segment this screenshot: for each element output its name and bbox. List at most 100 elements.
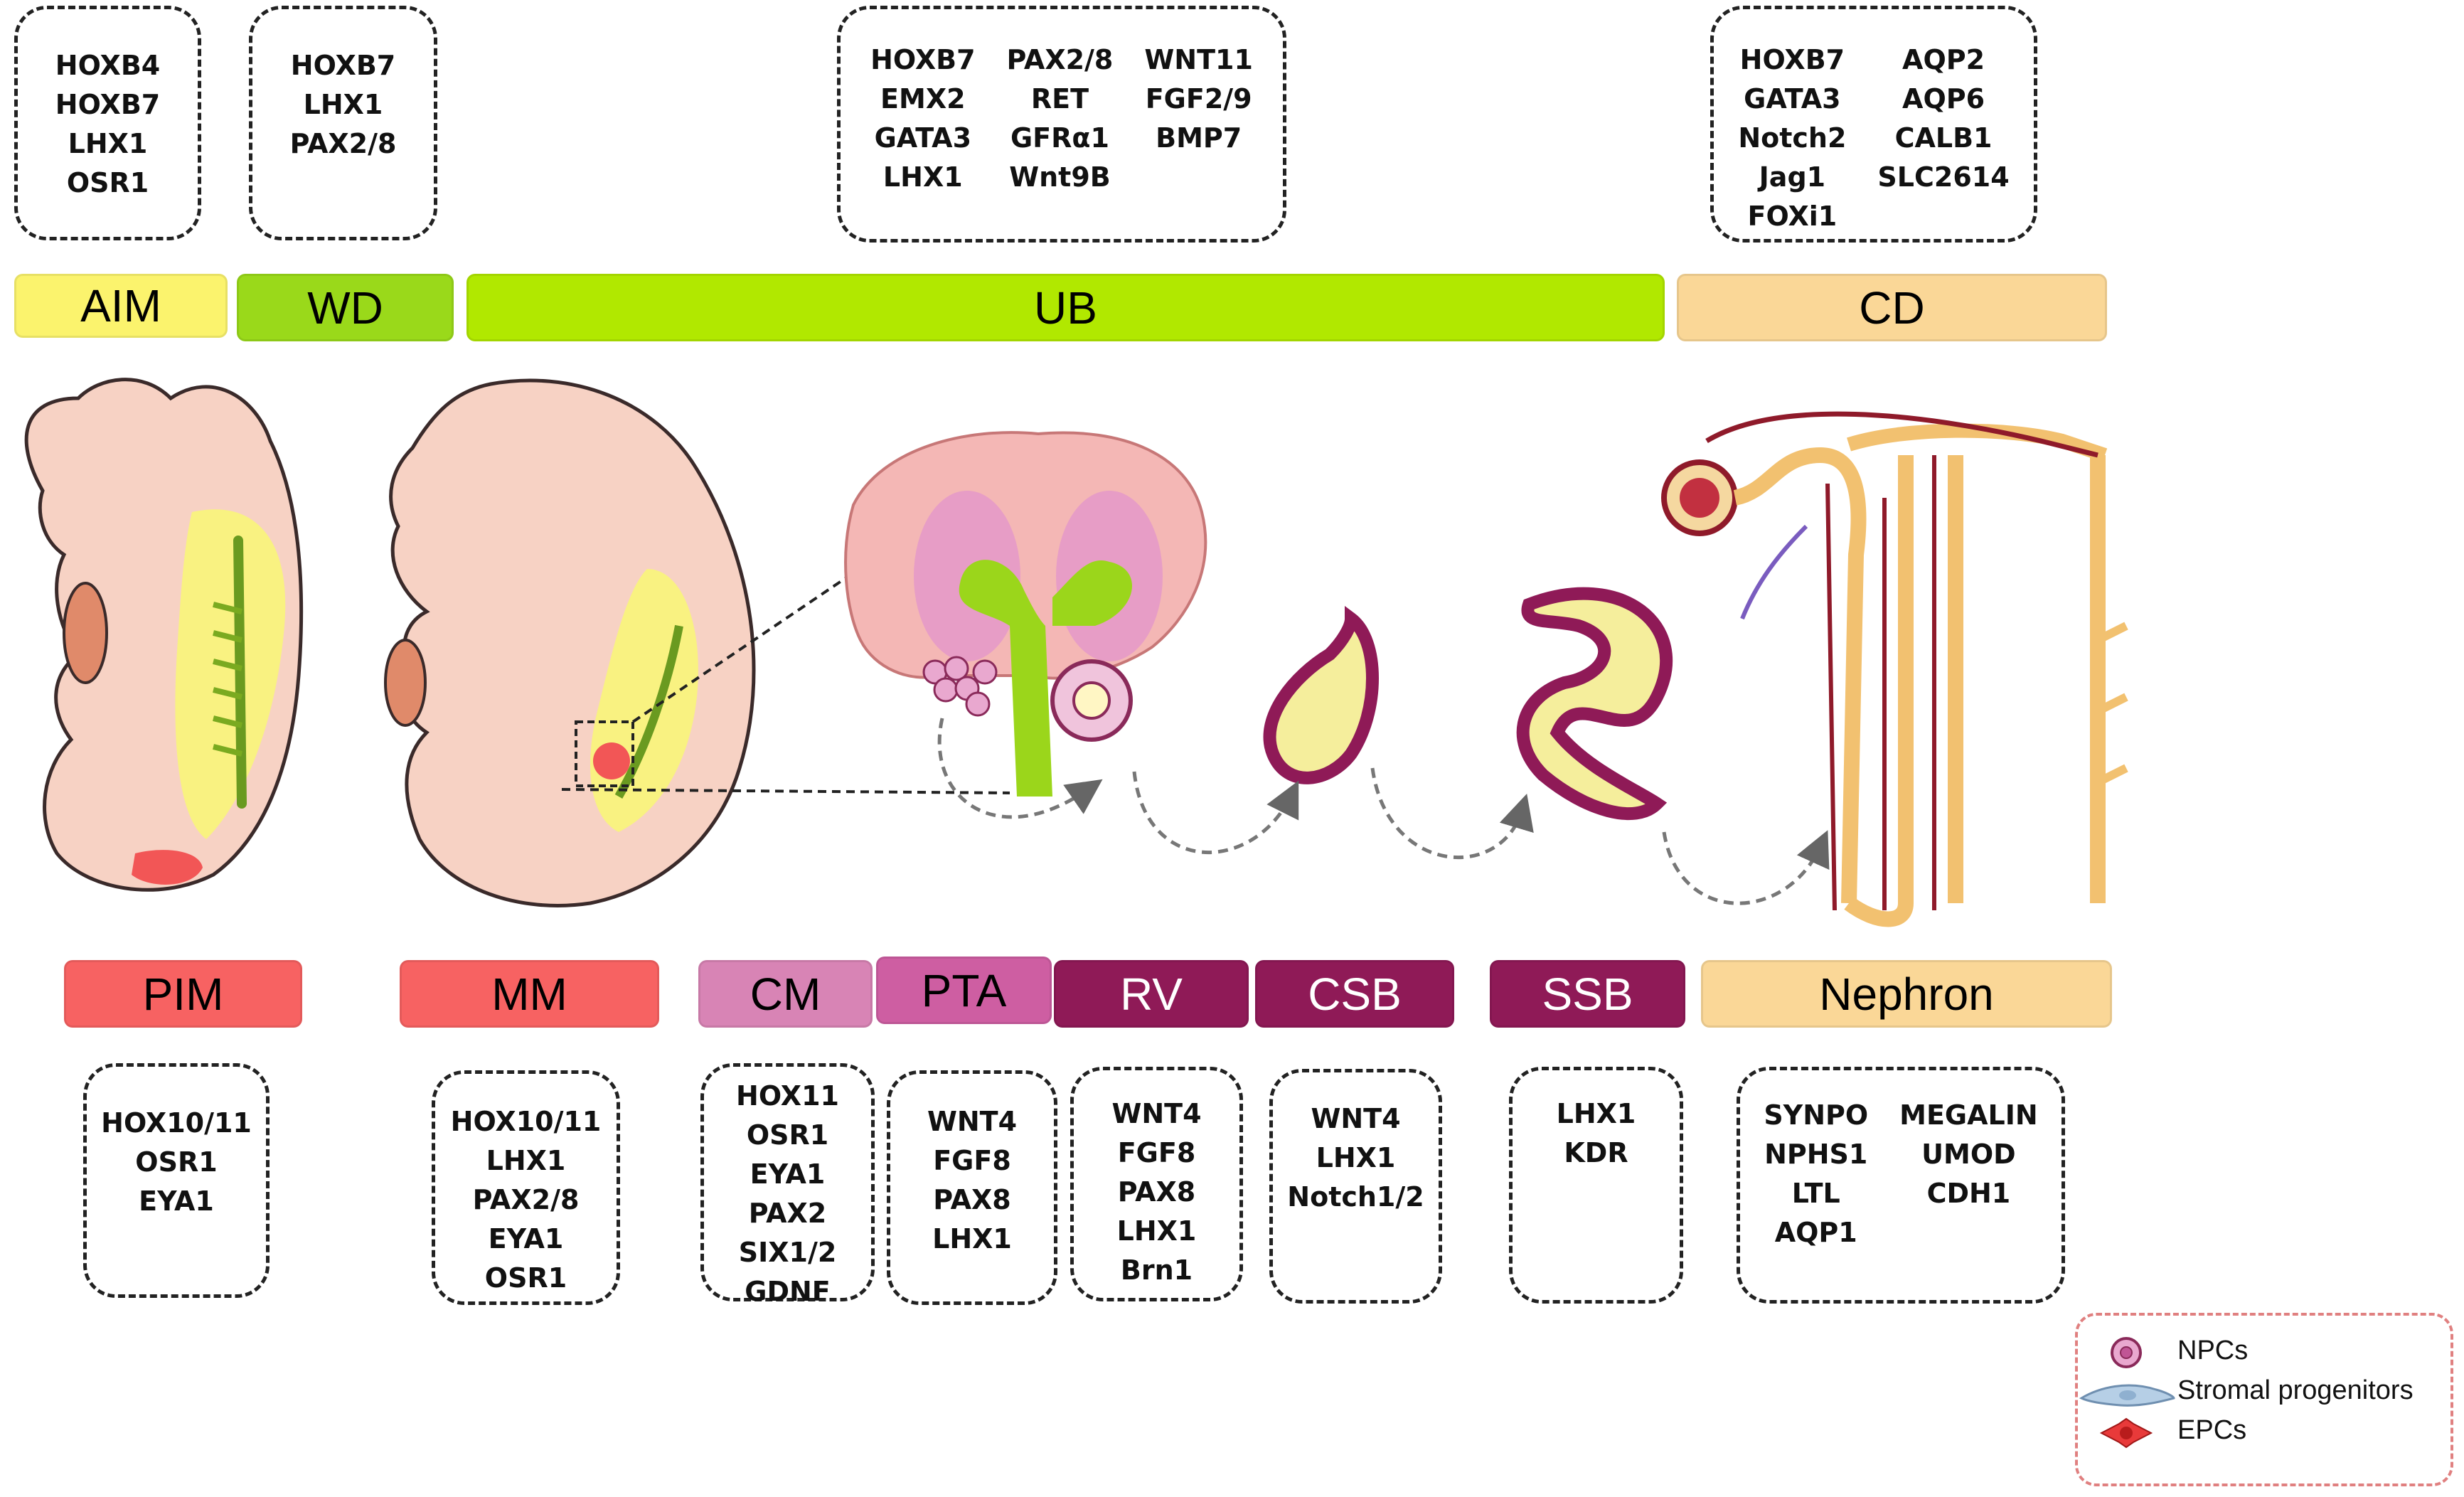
aim-gene-box: HOXB4 HOXB7 LHX1 OSR1 [14,6,201,240]
gene-label: LHX1 [303,89,383,120]
comma-shaped-body-illustration [1263,605,1379,784]
stage-label: PIM [142,968,224,1020]
gene-label: HOXB7 [55,89,161,120]
stage-label: CSB [1308,968,1402,1020]
ub-gene-box: HOXB7 EMX2 GATA3 LHX1 PAX2/8 RET GFRα1 W… [837,6,1286,243]
stage-bar-rv: RV [1054,960,1249,1028]
gene-label: WNT11 [1144,44,1253,75]
gene-label: PAX2/8 [1006,44,1114,75]
gene-label: PAX8 [1117,1176,1196,1208]
late-embryo-illustration [384,378,1010,907]
gene-label: EYA1 [750,1158,826,1190]
mature-nephron-illustration [1661,411,2128,927]
gene-label: LHX1 [1116,1215,1197,1247]
gene-label: PAX2 [748,1198,827,1229]
gene-label: GATA3 [874,122,972,154]
gene-label: Wnt9B [1009,161,1111,193]
gene-label: KDR [1564,1137,1628,1168]
pta-gene-box: WNT4 FGF8 PAX8 LHX1 [887,1070,1057,1305]
gene-label: MEGALIN [1899,1099,2038,1131]
gene-label: GFRα1 [1010,122,1109,154]
gene-label: Jag1 [1759,161,1826,193]
gene-label: SIX1/2 [738,1237,837,1268]
gene-label: FGF8 [933,1145,1011,1176]
gene-label: HOX11 [736,1080,839,1112]
stage-label: CD [1859,282,1925,334]
stage-label: PTA [921,964,1007,1016]
gene-label: AQP1 [1774,1217,1857,1248]
gene-label: HOXB7 [1739,44,1845,75]
gene-label: LHX1 [882,161,963,193]
gene-label: OSR1 [746,1119,829,1151]
gene-label: OSR1 [135,1146,218,1178]
gene-label: HOXB7 [290,50,396,81]
legend-label-epcs: EPCs [2177,1415,2247,1445]
early-embryo-illustration [24,378,304,892]
gene-label: BMP7 [1156,122,1242,154]
stage-bar-wd: WD [237,274,454,341]
gene-label: RET [1030,83,1089,114]
gene-label: Notch1/2 [1287,1181,1424,1213]
gene-label: HOX10/11 [450,1106,602,1137]
pim-gene-box: HOX10/11 OSR1 EYA1 [83,1063,270,1298]
epc-cell-icon [2099,1417,2153,1449]
gene-label: LHX1 [1556,1098,1636,1129]
gene-label: HOXB4 [55,50,161,81]
legend-label-npcs: NPCs [2177,1336,2249,1365]
stromal-cell-icon [2079,1384,2175,1407]
nephron-gene-box: SYNPO NPHS1 LTL AQP1 MEGALIN UMOD CDH1 [1737,1067,2065,1304]
wd-gene-box: HOXB7 LHX1 PAX2/8 [249,6,437,240]
gene-label: AQP2 [1902,44,1985,75]
ureteric-bud-illustration [844,431,1207,797]
gene-label: WNT4 [1311,1103,1401,1134]
gene-label: PAX2/8 [289,128,397,159]
stage-bar-nephron: Nephron [1701,960,2112,1028]
rv-gene-box: WNT4 FGF8 PAX8 LHX1 Brn1 [1070,1067,1243,1301]
gene-label: UMOD [1921,1139,2016,1170]
gene-label: EMX2 [880,83,966,114]
stage-bar-pim: PIM [64,960,302,1028]
mm-gene-box: HOX10/11 LHX1 PAX2/8 EYA1 OSR1 [432,1070,620,1305]
stage-label: WD [307,282,383,334]
stage-bar-mm: MM [400,960,659,1028]
gene-label: CALB1 [1894,122,1993,154]
stage-bar-pta: PTA [876,957,1052,1024]
stage-bar-cm: CM [698,960,873,1028]
gene-label: GATA3 [1744,83,1841,114]
ssb-gene-box: LHX1 KDR [1509,1067,1683,1304]
gene-label: LTL [1791,1178,1840,1209]
gene-label: LHX1 [1316,1142,1396,1173]
stage-label: CM [750,968,821,1020]
gene-label: Brn1 [1120,1254,1193,1286]
gene-label: PAX2/8 [472,1184,580,1215]
stage-label: AIM [80,280,161,331]
gene-label: FGF2/9 [1145,83,1252,114]
gene-label: GDNF [745,1276,831,1307]
gene-label: CDH1 [1926,1178,2011,1209]
stage-bar-ub: UB [466,274,1665,341]
stage-label: SSB [1542,968,1633,1020]
stage-bar-ssb: SSB [1490,960,1685,1028]
s-shaped-body-illustration [1516,587,1673,820]
legend-box: NPCs Stromal progenitors EPCs [2075,1313,2453,1486]
gene-label: HOX10/11 [101,1107,252,1139]
gene-label: FGF8 [1117,1137,1196,1168]
stage-label: RV [1120,968,1183,1020]
legend-label-stromal: Stromal progenitors [2177,1375,2414,1405]
csb-gene-box: WNT4 LHX1 Notch1/2 [1269,1069,1442,1304]
stage-label: MM [491,968,567,1020]
gene-label: LHX1 [486,1145,566,1176]
gene-label: EYA1 [488,1223,564,1254]
gene-label: Notch2 [1738,122,1847,154]
gene-label: PAX8 [933,1184,1011,1215]
gene-label: AQP6 [1902,83,1985,114]
stage-bar-cd: CD [1677,274,2107,341]
stage-label: Nephron [1819,968,1994,1020]
gene-label: SYNPO [1764,1099,1869,1131]
gene-label: EYA1 [139,1186,214,1217]
stage-bar-csb: CSB [1255,960,1454,1028]
cd-gene-box: HOXB7 GATA3 Notch2 Jag1 FOXi1 AQP2 AQP6 … [1710,6,2037,243]
gene-label: SLC2614 [1877,161,2010,193]
